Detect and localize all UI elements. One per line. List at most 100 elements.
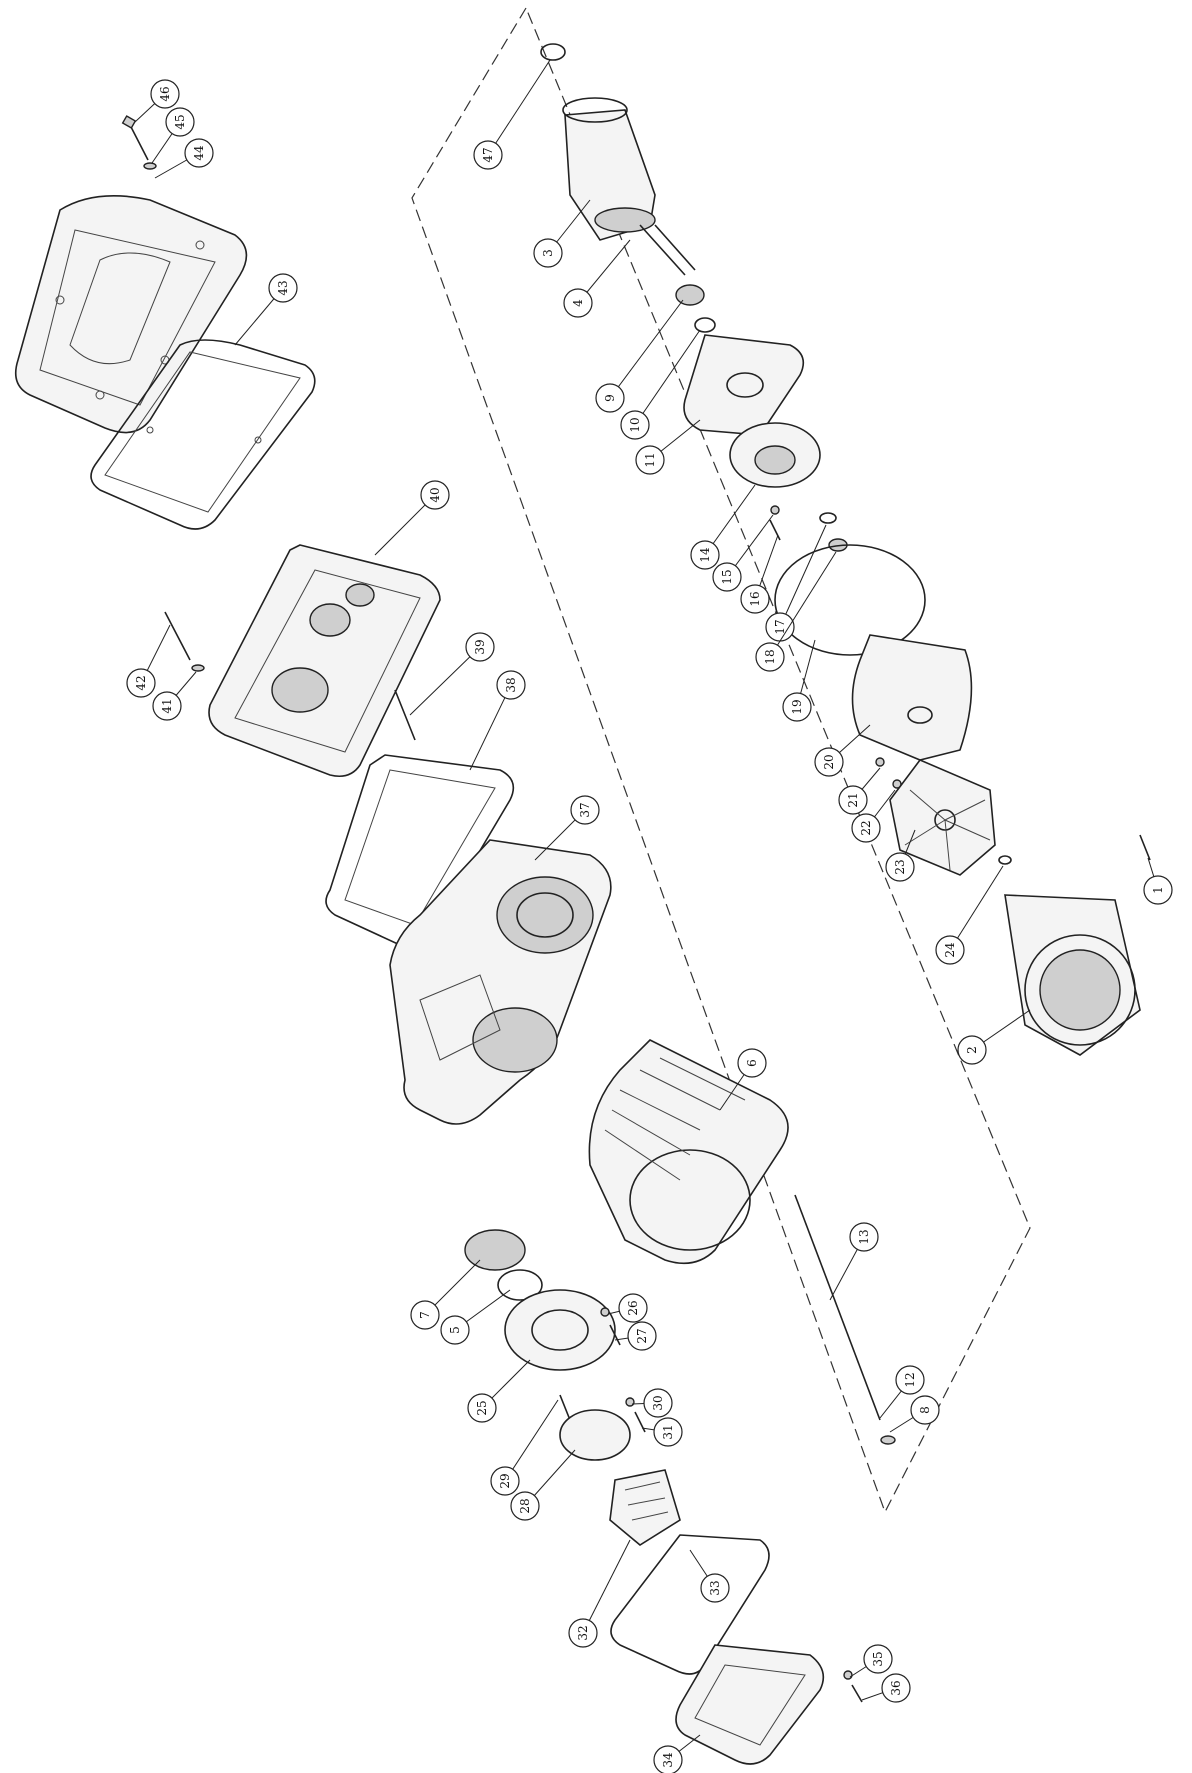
rotor: [562, 97, 696, 276]
part-number-29: 29: [498, 1473, 512, 1488]
part-number-2: 2: [965, 1046, 979, 1054]
bearing-9: [675, 284, 705, 306]
tie-rod: [794, 1194, 881, 1421]
junction-box: [208, 544, 441, 778]
brake-unit: [729, 422, 821, 488]
part-balloon-5: 5: [440, 1315, 470, 1345]
part-number-6: 6: [745, 1059, 759, 1067]
cover-disc: [774, 544, 926, 656]
terminal-block: [609, 1469, 681, 1546]
leader-line-9: [609, 299, 684, 399]
part-balloon-32: 32: [568, 1618, 598, 1648]
part-balloon-1: 1: [1143, 875, 1173, 905]
part-number-41: 41: [160, 698, 174, 713]
part-balloon-20: 20: [814, 747, 844, 777]
part-balloon-29: 29: [490, 1466, 520, 1496]
screw-16: [769, 519, 781, 541]
part-balloon-21: 21: [838, 785, 868, 815]
part-balloon-22: 22: [851, 813, 881, 843]
cooling-fan: [889, 759, 996, 876]
gasket-bottom: [610, 1534, 770, 1675]
part-balloon-31: 31: [653, 1417, 683, 1447]
leader-line-47: [487, 59, 551, 156]
part-number-32: 32: [576, 1625, 590, 1640]
part-balloon-28: 28: [510, 1491, 540, 1521]
part-number-45: 45: [173, 114, 187, 129]
leader-line-32: [582, 1539, 631, 1634]
part-number-43: 43: [276, 280, 290, 295]
part-number-47: 47: [481, 147, 495, 162]
part-balloon-11: 11: [635, 445, 665, 475]
clip-24: [998, 855, 1012, 865]
stator-finned: [588, 1039, 789, 1265]
part-balloon-9: 9: [595, 383, 625, 413]
part-number-14: 14: [698, 547, 712, 563]
part-balloon-24: 24: [935, 935, 965, 965]
bearing-7: [464, 1229, 526, 1271]
part-number-21: 21: [846, 792, 860, 807]
part-number-24: 24: [943, 942, 957, 958]
screw-27: [609, 1324, 621, 1346]
part-number-8: 8: [918, 1406, 932, 1414]
screw-15: [770, 505, 780, 515]
part-number-9: 9: [603, 394, 617, 402]
leader-line-39: [409, 646, 481, 716]
gasket-top: [90, 339, 316, 530]
part-balloon-36: 36: [881, 1673, 911, 1703]
part-number-33: 33: [708, 1580, 722, 1595]
part-balloon-42: 42: [126, 668, 156, 698]
terminal-cover-top: [14, 195, 248, 434]
pin-29: [559, 1394, 571, 1421]
part-number-19: 19: [790, 699, 804, 714]
part-number-16: 16: [748, 591, 762, 606]
motor-housing: [389, 839, 612, 1125]
part-balloon-12: 12: [895, 1365, 925, 1395]
part-balloon-13: 13: [849, 1222, 879, 1252]
part-balloon-23: 23: [885, 852, 915, 882]
part-balloon-37: 37: [570, 795, 600, 825]
part-balloon-33: 33: [700, 1573, 730, 1603]
washer-26: [600, 1307, 610, 1317]
part-number-18: 18: [763, 649, 777, 664]
part-balloon-47: 47: [473, 140, 503, 170]
part-balloon-40: 40: [420, 480, 450, 510]
part-number-42: 42: [134, 675, 148, 690]
terminal-cover-bottom: [675, 1644, 825, 1765]
part-balloon-15: 15: [712, 562, 742, 592]
part-number-15: 15: [720, 569, 734, 584]
part-balloon-18: 18: [755, 642, 785, 672]
part-balloon-26: 26: [618, 1293, 648, 1323]
part-balloon-41: 41: [152, 691, 182, 721]
part-number-12: 12: [903, 1372, 917, 1387]
part-number-11: 11: [643, 452, 657, 467]
fan-housing: [851, 634, 973, 761]
part-balloon-14: 14: [690, 540, 720, 570]
leader-line-29: [504, 1399, 559, 1482]
part-number-44: 44: [192, 145, 206, 161]
part-balloon-8: 8: [910, 1395, 940, 1425]
pin-39: [394, 689, 416, 741]
part-number-3: 3: [541, 249, 555, 257]
leader-line-24: [949, 865, 1004, 951]
part-number-23: 23: [893, 859, 907, 874]
screw-22: [892, 779, 902, 789]
part-number-36: 36: [889, 1680, 903, 1695]
part-balloon-16: 16: [740, 584, 770, 614]
leader-line-10: [634, 329, 701, 426]
part-number-10: 10: [628, 417, 642, 432]
part-number-26: 26: [626, 1300, 640, 1315]
part-number-20: 20: [822, 754, 836, 769]
part-number-30: 30: [651, 1395, 665, 1410]
part-number-34: 34: [661, 1752, 675, 1768]
bolt-46: [121, 115, 157, 170]
part-balloon-27: 27: [627, 1321, 657, 1351]
part-balloon-25: 25: [467, 1393, 497, 1423]
leader-line-18: [769, 551, 837, 658]
screw-31: [634, 1411, 646, 1433]
part-balloon-6: 6: [737, 1048, 767, 1078]
leader-line-17: [779, 524, 827, 628]
part-number-13: 13: [857, 1229, 871, 1244]
part-balloon-3: 3: [533, 238, 563, 268]
part-number-39: 39: [473, 639, 487, 654]
part-balloon-17: 17: [765, 612, 795, 642]
